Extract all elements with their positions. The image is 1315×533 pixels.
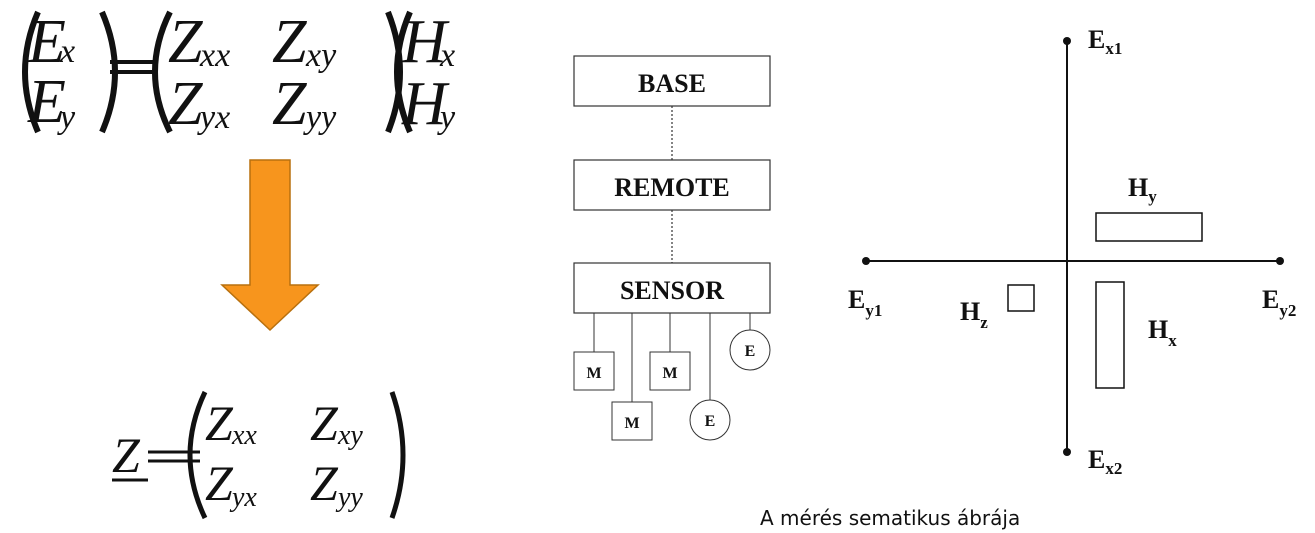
bottom-zxy-subscript: xy <box>337 420 363 451</box>
matrix-paren-left <box>152 10 173 134</box>
magnetometer-2-label: M <box>624 415 639 432</box>
bottom-zyx-symbol: Z <box>205 455 234 511</box>
ex2-point <box>1063 448 1071 456</box>
electrode-2-circle <box>729 329 771 371</box>
ex-symbol: E <box>27 8 66 76</box>
bottom-matrix-paren-right <box>389 391 406 519</box>
magnetometer-1-label: M <box>586 365 601 382</box>
hy-symbol: H <box>401 70 450 138</box>
hx-label: Hx <box>1148 315 1177 350</box>
zyx-subscript: yx <box>197 99 230 136</box>
paren-left <box>22 10 41 134</box>
magnetometer-3-label: M <box>662 365 677 382</box>
zxx-subscript: xx <box>199 37 230 74</box>
ex1-point <box>1063 37 1071 45</box>
ey-symbol: E <box>27 68 66 136</box>
ex1-label: Ex1 <box>1088 25 1122 58</box>
field-layout-diagram: Ex1 Ex2 Ey1 Ey2 Hy Hx Hz <box>848 25 1296 478</box>
ey1-point <box>862 257 870 265</box>
impedance-equation-top: E x E y Z xx Z xy Z yx Z yy H x H y <box>22 8 456 138</box>
ey2-label: Ey2 <box>1262 285 1296 320</box>
zxy-symbol: Z <box>272 8 307 76</box>
bottom-zxx-subscript: xx <box>231 420 257 451</box>
bottom-zxx-symbol: Z <box>205 395 234 451</box>
impedance-equation-bottom: Z Z xx Z xy Z yx Z yy <box>112 390 406 520</box>
bottom-zxy-symbol: Z <box>310 395 339 451</box>
base-label: BASE <box>638 69 706 98</box>
magnetometer-1-box <box>573 351 615 391</box>
ex2-label: Ex2 <box>1088 445 1122 478</box>
hy-subscript: y <box>437 99 456 136</box>
bottom-zyy-symbol: Z <box>310 455 339 511</box>
hz-coil <box>1007 284 1035 312</box>
down-arrow <box>220 159 320 332</box>
zyy-symbol: Z <box>272 70 307 138</box>
figure-caption: A mérés sematikus ábrája <box>760 506 1020 530</box>
electrode-2-label: E <box>745 343 756 360</box>
equals-sign <box>110 60 158 74</box>
block-diagram: BASE REMOTE SENSOR M M M E E <box>573 55 771 441</box>
hy-coil <box>1095 212 1203 242</box>
electrode-1-circle <box>689 399 731 441</box>
hy-label: Hy <box>1128 173 1157 206</box>
zxx-symbol: Z <box>168 8 203 76</box>
zyx-symbol: Z <box>168 70 203 138</box>
bottom-zyy-subscript: yy <box>335 482 363 513</box>
electrode-1-label: E <box>705 413 716 430</box>
ey2-point <box>1276 257 1284 265</box>
magnetometer-3-box <box>649 351 691 391</box>
h-paren-left <box>394 10 413 134</box>
hx-symbol: H <box>401 8 450 76</box>
hx-subscript: x <box>439 37 455 74</box>
hx-coil <box>1095 281 1125 389</box>
bottom-zyx-subscript: yx <box>229 482 257 513</box>
zyy-subscript: yy <box>303 99 337 136</box>
remote-label: REMOTE <box>614 173 730 202</box>
z-lhs-symbol: Z <box>112 427 141 483</box>
sensor-box <box>573 262 771 314</box>
ey1-label: Ey1 <box>848 285 882 320</box>
ey-subscript: y <box>57 99 76 136</box>
sensor-label: SENSOR <box>620 276 724 305</box>
bottom-matrix-paren-left <box>187 390 208 520</box>
hz-label: Hz <box>960 297 988 332</box>
magnetometer-2-box <box>611 401 653 441</box>
ex-subscript: x <box>59 33 75 70</box>
zxy-subscript: xy <box>305 37 337 74</box>
